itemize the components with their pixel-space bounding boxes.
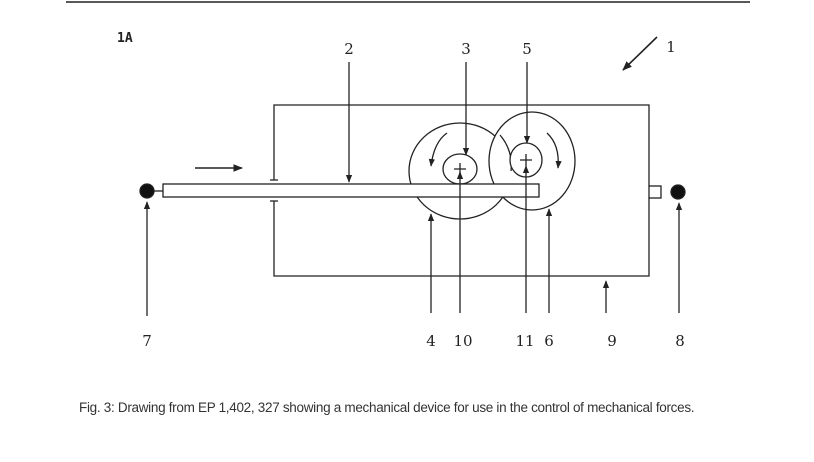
numeral-5: 5 [522, 40, 532, 58]
rotation-arrow-right [546, 132, 562, 169]
numeral-8: 8 [675, 332, 685, 350]
numeral-10: 10 [453, 332, 472, 350]
right-terminal [670, 184, 686, 200]
left-terminal [139, 183, 155, 199]
numeral-9: 9 [607, 332, 617, 350]
device-arrow [622, 36, 658, 71]
numeral-3: 3 [461, 40, 471, 58]
housing-box [273, 104, 650, 277]
figure-label: 1A [117, 31, 133, 46]
numeral-1: 1 [666, 38, 676, 56]
numeral-6: 6 [544, 332, 554, 350]
rotation-arrow-left [428, 132, 448, 167]
numeral-2: 2 [344, 40, 354, 58]
numeral-4: 4 [426, 332, 436, 350]
rod [162, 183, 540, 198]
numeral-11: 11 [515, 332, 534, 350]
numeral-7: 7 [142, 332, 152, 350]
figure-caption: Fig. 3: Drawing from EP 1,402, 327 showi… [79, 400, 695, 415]
